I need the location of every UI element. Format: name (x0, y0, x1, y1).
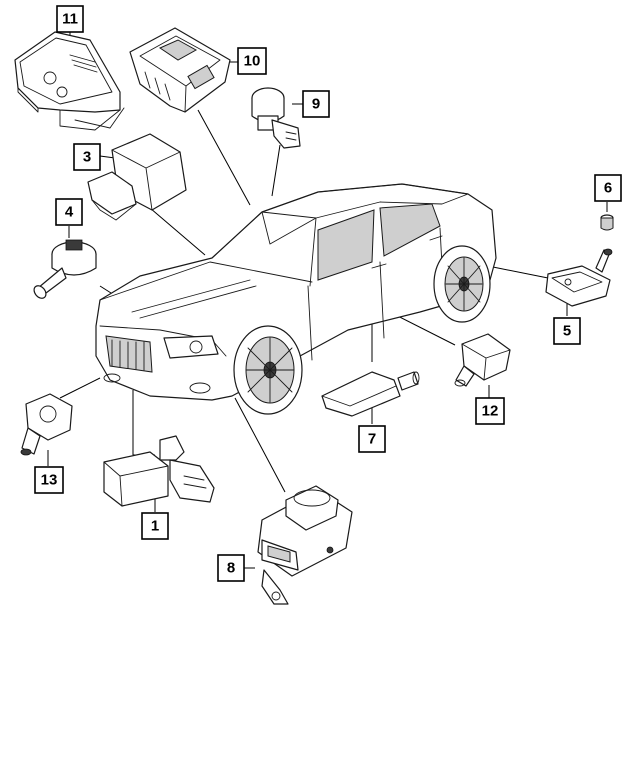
svg-text:8: 8 (227, 560, 235, 577)
svg-text:6: 6 (604, 180, 612, 197)
impact-sensor (321, 371, 420, 417)
rain-sensor-module (14, 31, 125, 131)
svg-text:9: 9 (312, 96, 320, 113)
vehicle-illustration (95, 183, 497, 415)
callout-13: 13 (34, 466, 64, 494)
callout-9: 9 (302, 90, 330, 118)
callout-3: 3 (73, 143, 101, 171)
svg-text:13: 13 (41, 472, 58, 489)
callout-8: 8 (217, 554, 245, 582)
callout-11: 11 (56, 5, 84, 33)
pressure-switch (251, 87, 301, 149)
ambient-sensor (103, 435, 215, 507)
valve-cap (600, 214, 614, 231)
svg-text:1: 1 (151, 518, 159, 535)
svg-text:12: 12 (482, 403, 499, 420)
occupant-sensor (87, 133, 187, 221)
callout-4: 4 (55, 198, 83, 226)
svg-text:5: 5 (563, 323, 571, 340)
callout-6: 6 (594, 174, 622, 202)
callout-12: 12 (475, 397, 505, 425)
wheel-speed-sensor (454, 333, 511, 387)
temperature-sensor (33, 239, 97, 299)
callout-7: 7 (358, 425, 386, 453)
front-impact-sensor (20, 393, 73, 456)
svg-text:4: 4 (65, 204, 74, 221)
svg-text:3: 3 (83, 149, 91, 166)
callout-5: 5 (553, 317, 581, 345)
tire-pressure-sensor (545, 248, 613, 307)
callout-10: 10 (237, 47, 267, 75)
adaptive-cruise-sensor (257, 485, 353, 605)
control-module (129, 27, 231, 113)
callout-1: 1 (141, 512, 169, 540)
svg-text:11: 11 (62, 11, 78, 28)
svg-text:7: 7 (368, 431, 376, 448)
svg-text:10: 10 (244, 53, 261, 70)
